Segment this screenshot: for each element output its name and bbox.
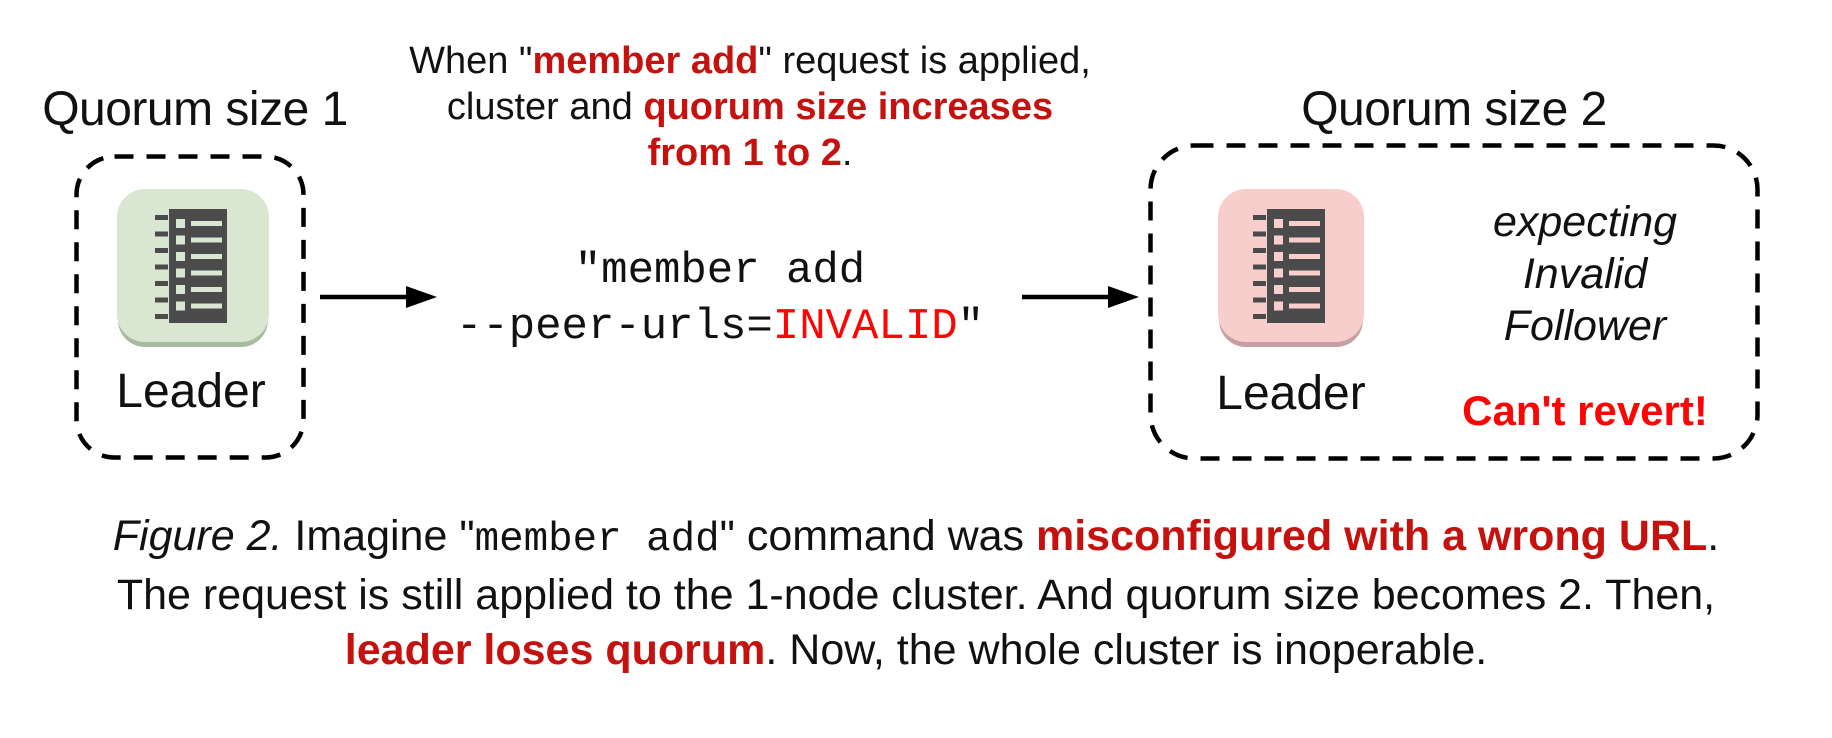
server-ledger-icon [1253, 208, 1325, 323]
annotation-line-2: cluster and quorum size increases [446, 86, 1054, 128]
leader-node-tile-pink [1218, 189, 1364, 342]
right-cluster-title: Quorum size 2 [1301, 83, 1607, 136]
left-leader-label: Leader [116, 365, 266, 418]
arrow-right-icon [1022, 281, 1140, 313]
annotation-line-1: When "member add" request is applied, [409, 40, 1091, 82]
caption-line-1: Figure 2. Imagine "member add" command w… [112, 512, 1720, 563]
cant-revert-warning: Can't revert! [1462, 387, 1708, 434]
expecting-invalid-follower-note: expecting Invalid Follower [1492, 198, 1678, 350]
command-line-2: --peer-urls=INVALID" [455, 302, 985, 352]
figure-caption: Figure 2. Imagine "member add" command w… [0, 509, 1832, 678]
right-leader-label: Leader [1216, 367, 1366, 420]
left-quorum-box [74, 154, 306, 460]
left-cluster-title: Quorum size 1 [42, 83, 348, 136]
server-ledger-icon [155, 208, 227, 323]
annotation-line-3: from 1 to 2. [647, 132, 853, 174]
annotation-member-add: When "member add" request is applied, cl… [370, 38, 1130, 176]
caption-line-3: leader loses quorum. Now, the whole clus… [344, 626, 1488, 674]
leader-node-tile-green [117, 189, 269, 342]
arrow-right-icon [320, 281, 438, 313]
member-add-command: "member add --peer-urls=INVALID" [400, 243, 1040, 355]
right-quorum-box [1148, 143, 1760, 461]
command-line-1: "member add [574, 246, 866, 296]
caption-line-2: The request is still applied to the 1-no… [116, 571, 1716, 619]
